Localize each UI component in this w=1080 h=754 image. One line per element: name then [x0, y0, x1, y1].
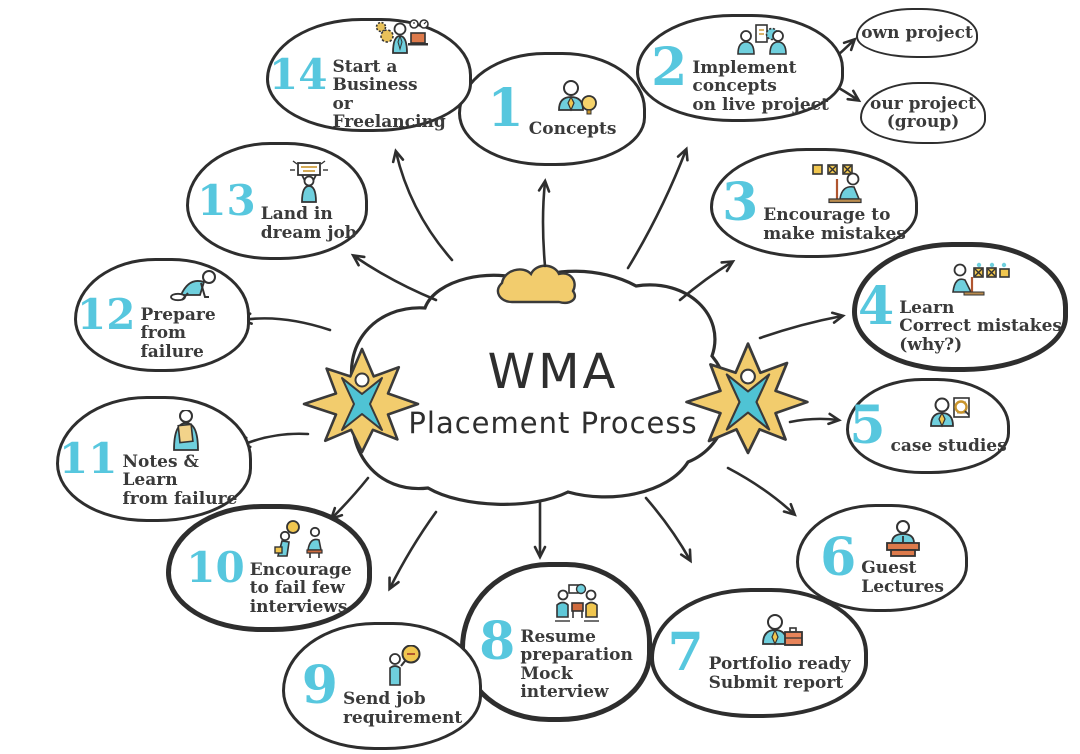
node-label: Encourage to fail few interviews [249, 560, 352, 617]
node-number: 13 [197, 176, 256, 226]
node-number: 5 [849, 394, 886, 456]
starburst-right-icon [685, 342, 809, 455]
arrow-to-node-13 [350, 253, 438, 302]
getting-up-icon [168, 269, 220, 305]
center-label: WMA Placement Process [368, 348, 738, 440]
center-subtitle: Placement Process [408, 406, 698, 440]
node-number: 1 [487, 77, 524, 139]
node-number: 9 [301, 654, 338, 716]
node-notes-learn-failure: 11 Notes & Learn from failure [56, 396, 252, 522]
arrows [236, 37, 862, 592]
node-number: 14 [269, 50, 328, 100]
document-search-icon [924, 396, 974, 436]
desk-mistakes-icon [807, 163, 863, 205]
notes-clipboard-icon [164, 409, 208, 452]
arrow-to-node-5 [788, 412, 842, 426]
arrow-to-node-1 [537, 178, 551, 268]
node-label: Land in dream job [260, 204, 357, 243]
node-number: 12 [77, 290, 136, 340]
arrow-to-node-3 [678, 259, 736, 302]
node-label: Implement concepts on live project [692, 58, 829, 115]
correct-mistakes-icon [951, 260, 1010, 298]
arrow-to-node-7 [644, 496, 692, 564]
node-portfolio-ready: 7 Portfolio ready Submit report [650, 588, 868, 718]
node-concepts: 1 Concepts [458, 52, 646, 166]
team-plan-icon [733, 22, 789, 58]
celebration-sign-icon [284, 160, 334, 204]
arrow-to-node-10 [329, 476, 370, 521]
node-land-dream-job: 13 Land in dream job [186, 142, 368, 260]
fail-interview-icon [274, 520, 328, 560]
node-prepare-from-failure: 12 Prepare from failure [74, 258, 250, 372]
arrow-to-node-6 [726, 466, 797, 517]
node-label: Guest Lectures [861, 558, 944, 597]
arrow-to-node-11 [236, 432, 310, 449]
node-label: Start a Business or Freelancing [332, 57, 446, 132]
node-label: Learn Correct mistakes (why?) [899, 298, 1062, 355]
node-label: case studies [890, 436, 1007, 457]
node-label: Prepare from failure [140, 305, 216, 362]
arrow-to-node-2 [626, 146, 689, 270]
subnode-our-project-group: our project (group) [860, 82, 986, 144]
podium-speaker-icon [877, 520, 929, 558]
node-number: 11 [59, 434, 118, 484]
node-start-business-freelancing: 14 Start a Business or Freelancing [266, 18, 472, 132]
node-implement-concepts: 2 Implement concepts on live project [636, 14, 844, 122]
node-guest-lectures: 6 Guest Lectures [796, 504, 968, 612]
subnode-own-project: own project [856, 8, 978, 58]
arrow-to-node-4 [758, 311, 846, 340]
node-label: Portfolio ready Submit report [708, 654, 851, 693]
gears-business-icon [372, 19, 430, 57]
node-number: 4 [858, 275, 895, 337]
node-number: 2 [651, 36, 688, 98]
node-label: Encourage to make mistakes [763, 205, 906, 244]
node-label: Send job requirement [342, 689, 463, 728]
node-case-studies: 5 case studies [846, 378, 1010, 474]
node-label: Concepts [528, 119, 617, 140]
node-label: Notes & Learn from failure [122, 452, 238, 509]
node-number: 6 [820, 526, 857, 588]
interview-table-icon [549, 583, 605, 627]
node-number: 10 [186, 543, 245, 593]
starburst-left-icon [302, 347, 420, 454]
person-briefcase-icon [753, 614, 807, 654]
center-title: WMA [487, 344, 619, 400]
node-label: Resume preparation Mock interview [520, 627, 633, 702]
node-fail-few-interviews: 10 Encourage to fail few interviews [166, 504, 372, 632]
mini-cloud-icon [496, 264, 577, 304]
node-number: 8 [479, 610, 516, 672]
node-number: 3 [722, 171, 759, 233]
node-send-job-requirement: 9 Send job requirement [282, 622, 482, 750]
arrow-to-node-12 [238, 312, 332, 332]
node-learn-correct-mistakes: 4 Learn Correct mistakes [852, 242, 1068, 372]
node-resume-mock-interview: 8 Resume preparation Mock interview [460, 562, 652, 722]
arrow-to-node-14 [391, 148, 454, 262]
node-number: 7 [667, 621, 704, 683]
person-idea-icon [547, 79, 599, 119]
node-encourage-mistakes: 3 Encourage to make mistakes [710, 148, 918, 258]
subnode-label: own project [861, 22, 973, 43]
job-search-icon [378, 644, 428, 689]
subnode-label: our project (group) [870, 93, 976, 132]
central-cloud-outline [349, 269, 730, 506]
arrow-to-node-9 [388, 510, 438, 592]
